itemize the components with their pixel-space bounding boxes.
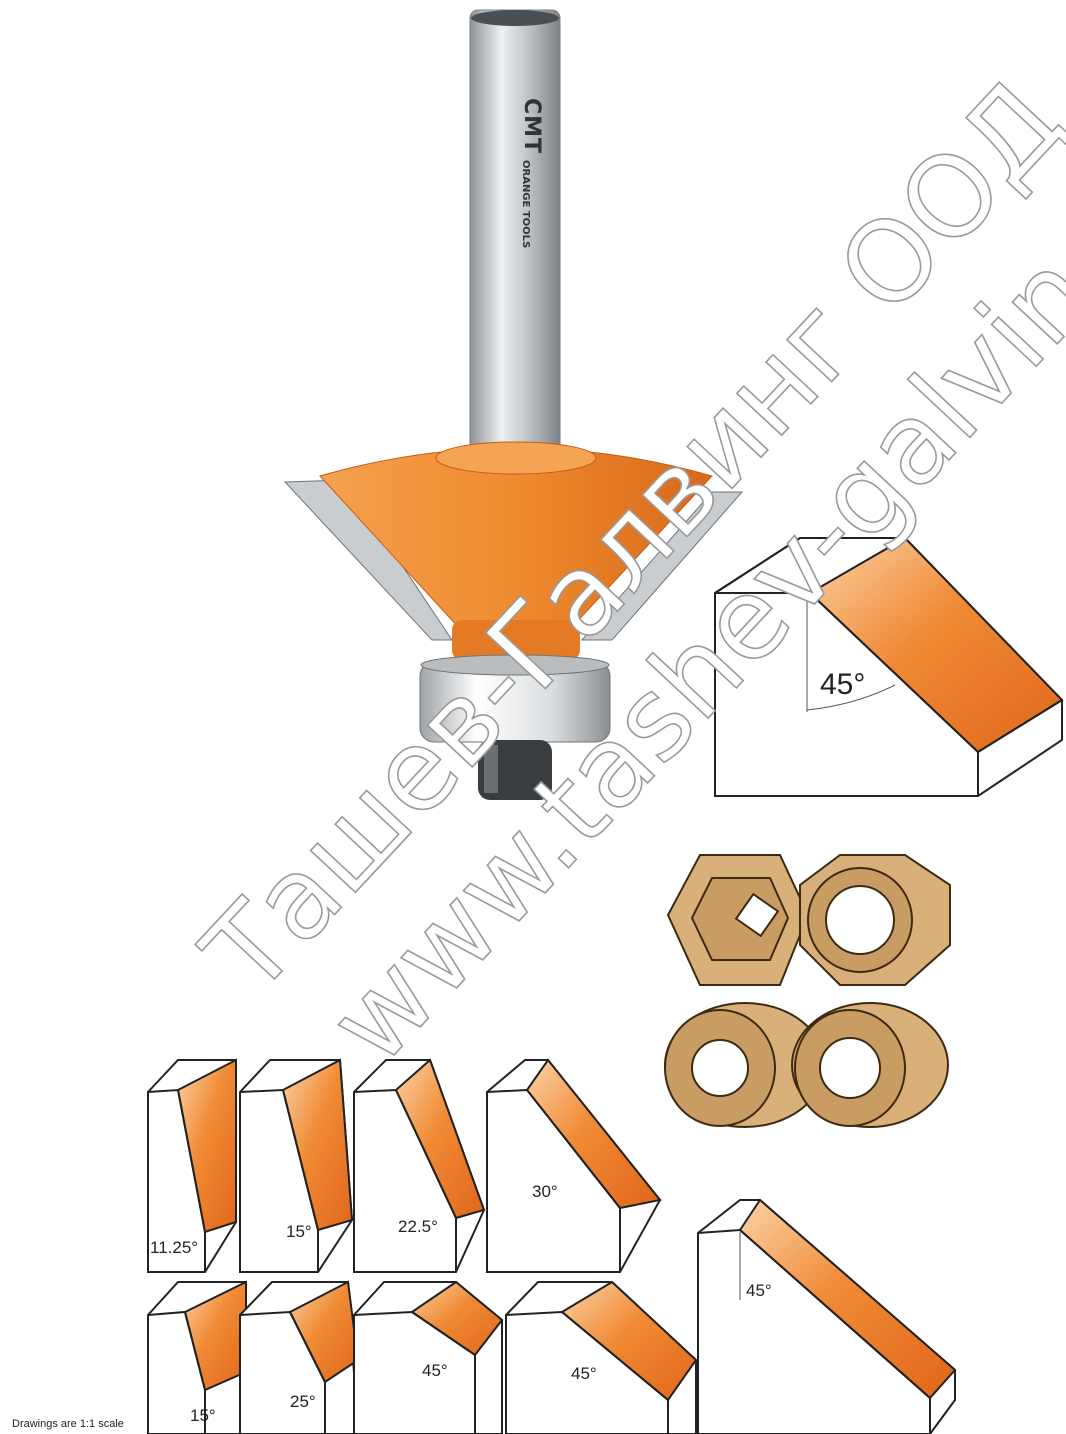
angle-label-r1-1: 11.25°	[150, 1238, 198, 1257]
angle-label-r1-2: 15°	[286, 1222, 312, 1241]
wood-dowel-1	[664, 1002, 826, 1128]
angle-label-r1-3: 22.5°	[398, 1217, 438, 1236]
profile-row-2: 15° 25° 45° 45°	[147, 1280, 698, 1434]
angle-label-r2-3: 45°	[422, 1361, 448, 1380]
router-bit	[283, 9, 744, 800]
profile-row-1: 11.25° 15° 22.5° 30°	[147, 1058, 662, 1273]
scale-footnote: Drawings are 1:1 scale	[12, 1418, 124, 1430]
wood-hexagon-solid	[666, 854, 810, 986]
profile-15-a: 15°	[239, 1058, 354, 1273]
profile-detail-large: 45°	[697, 1198, 957, 1434]
profile-11-25: 11.25°	[147, 1058, 237, 1273]
brand-logo: CMT	[519, 98, 544, 155]
large-angle-label: 45°	[746, 1281, 772, 1300]
shank-top	[471, 10, 559, 26]
profile-detail-main: 45°	[714, 536, 1064, 797]
angle-label-r2-4: 45°	[571, 1364, 597, 1383]
carbide-edge-right	[580, 491, 744, 641]
angle-label-r2-2: 25°	[290, 1392, 316, 1411]
bit-shank	[469, 9, 561, 461]
profile-22-5: 22.5°	[353, 1058, 486, 1273]
angle-label-r2-1: 15°	[190, 1406, 216, 1425]
brand-subtitle: ORANGE TOOLS	[520, 160, 531, 249]
profile-45-b: 45°	[505, 1280, 698, 1434]
profile-15-b: 15°	[147, 1280, 247, 1434]
main-angle-label: 45°	[820, 668, 865, 701]
wood-octagon-hollow	[799, 854, 951, 986]
angle-label-r1-4: 30°	[532, 1182, 558, 1201]
profile-25: 25°	[239, 1280, 360, 1434]
wood-samples	[664, 854, 951, 1128]
profile-30: 30°	[486, 1058, 662, 1273]
profile-45-a: 45°	[353, 1280, 504, 1434]
wood-dowel-2	[791, 1002, 949, 1128]
